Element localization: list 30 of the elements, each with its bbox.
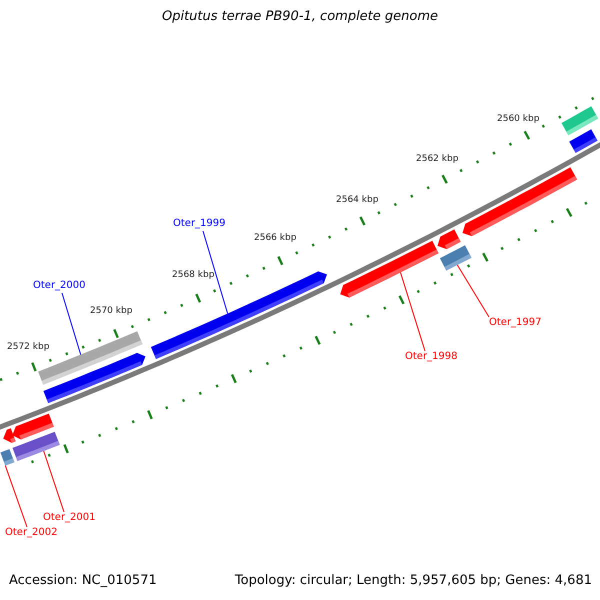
scale-label: 2562 kbp bbox=[416, 155, 458, 165]
title: Opitutus terrae PB90-1, complete genome bbox=[160, 10, 440, 24]
gene-segment bbox=[562, 106, 598, 136]
gene-label: Oter_2002 bbox=[5, 527, 58, 538]
gene-segment bbox=[440, 245, 472, 271]
gene-label: Oter_2001 bbox=[43, 512, 96, 523]
leader-line bbox=[43, 450, 64, 512]
genome-info-text: Topology: circular; Length: 5,957,605 bp; Genes: 4,681 bbox=[234, 574, 592, 588]
leader-line bbox=[4, 465, 28, 528]
gene-segment bbox=[12, 414, 54, 440]
gene-segment bbox=[569, 129, 598, 153]
scale-label: 2566 kbp bbox=[254, 234, 296, 244]
accession-text: Accession: NC_010571 bbox=[9, 574, 157, 588]
gene-label: Oter_2000 bbox=[33, 280, 86, 291]
leader-line bbox=[62, 292, 82, 356]
gene-segment bbox=[150, 271, 327, 359]
gene-label: Oter_1998 bbox=[405, 351, 458, 362]
scale-label: 2564 kbp bbox=[336, 196, 378, 206]
gene-segment bbox=[340, 240, 439, 298]
gene-label: Oter_1999 bbox=[173, 218, 226, 229]
scale-label: 2570 kbp bbox=[90, 307, 132, 317]
gene-segment bbox=[0, 449, 14, 466]
scale-label: 2568 kbp bbox=[172, 271, 214, 281]
scale-label: 2572 kbp bbox=[7, 343, 50, 353]
scale-label: 2560 kbp bbox=[497, 115, 540, 125]
gene-segment bbox=[462, 167, 578, 236]
gene-segment bbox=[438, 229, 461, 250]
gene-label: Oter_1997 bbox=[489, 317, 542, 328]
leader-line bbox=[202, 230, 228, 314]
leader-line bbox=[400, 272, 426, 352]
